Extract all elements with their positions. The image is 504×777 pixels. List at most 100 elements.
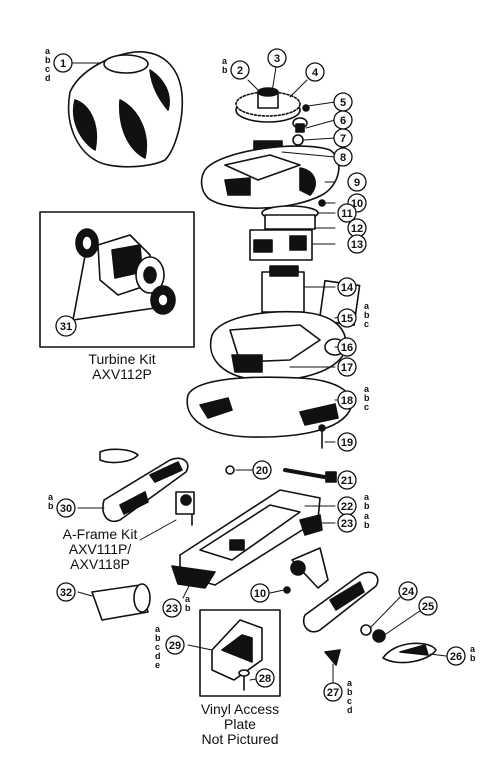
callout-19: 19 [337,432,357,452]
svg-text:12: 12 [351,223,363,235]
svg-text:20: 20 [256,465,268,477]
svg-text:25: 25 [422,601,434,613]
svg-text:3: 3 [274,53,280,65]
a-frame-kit-title: A-Frame Kit [62,526,138,542]
small-clip-part [324,649,341,666]
turbine-kit-box [39,211,195,348]
callout-27: 27 [323,682,343,702]
vinyl-plate-caption: Vinyl Access Plate Not Pictured [180,702,300,747]
svg-text:24: 24 [402,586,415,598]
svg-text:10: 10 [254,588,266,600]
top-cover-part [67,51,184,168]
callout-13: 13 [347,234,367,254]
motor-housing-part [200,145,340,209]
svg-text:23: 23 [166,603,178,615]
svg-text:31: 31 [60,321,72,333]
svg-text:16: 16 [341,342,353,354]
a-frame-kit-part-2: AXV118P [70,556,130,572]
bottom-tray-part [186,376,353,438]
callout-25: 25 [418,596,438,616]
a-frame-kit-caption: A-Frame Kit AXV111P/ AXV118P [40,527,160,572]
svg-text:6: 6 [340,115,346,127]
callout-10-lower: 10 [250,583,270,603]
svg-text:26: 26 [450,651,462,663]
base-frame-part [179,489,323,586]
callout-24: 24 [398,581,418,601]
callout-17: 17 [337,357,357,377]
vinyl-plate-line-1: Vinyl Access [200,701,280,717]
turbine-parts [75,228,176,315]
callout-2: 2 [230,60,250,80]
vinyl-plate-line-2: Plate [224,716,256,732]
svg-text:5: 5 [340,97,346,109]
callout-22: 22 [337,496,357,516]
svg-text:8: 8 [340,152,346,164]
svg-text:2: 2 [237,65,243,77]
callout-28: 28 [255,668,275,688]
svg-text:4: 4 [312,67,319,79]
svg-text:7: 7 [340,133,346,145]
callout-26: 26 [446,646,466,666]
a-frame-kit-part-1: AXV111P/ [68,541,132,557]
svg-text:15: 15 [341,313,353,325]
vinyl-plate-line-3: Not Pictured [201,731,279,747]
callout-7: 7 [333,128,353,148]
svg-text:30: 30 [60,503,72,515]
callout-12: 12 [347,218,367,238]
turbine-kit-part-number: AXV112P [92,366,152,382]
svg-text:29: 29 [169,640,181,652]
svg-text:11: 11 [341,208,353,220]
drive-parts [249,199,326,261]
callout-21: 21 [337,470,357,490]
turbine-kit-title: Turbine Kit [88,351,156,367]
fasteners [225,424,337,483]
svg-text:17: 17 [341,362,353,374]
turbine-kit-caption: Turbine Kit AXV112P [52,352,192,382]
svg-text:1: 1 [60,58,66,70]
callout-4: 4 [305,62,325,82]
callout-15: 15 [337,308,357,328]
callout-14: 14 [337,277,357,297]
callout-32: 32 [56,582,76,602]
lower-left-parts [91,547,329,621]
a-frame-parts [175,491,195,526]
svg-text:14: 14 [341,282,354,294]
svg-text:22: 22 [341,501,353,513]
svg-text:19: 19 [341,437,353,449]
chassis-part [209,265,361,382]
svg-text:32: 32 [60,587,72,599]
svg-text:28: 28 [259,673,271,685]
callout-23: 23 [337,513,357,533]
callout-9: 9 [347,172,367,192]
callout-3: 3 [267,48,287,68]
svg-text:9: 9 [354,177,360,189]
svg-text:27: 27 [327,687,339,699]
svg-text:18: 18 [341,395,353,407]
callout-18: 18 [337,390,357,410]
left-track-part [99,448,189,522]
callout-29: 29 [165,635,185,655]
callout-30: 30 [56,498,76,518]
callout-6: 6 [333,110,353,130]
callout-11: 11 [337,203,357,223]
callouts: 1 2 3 4 5 6 7 8 [53,48,466,702]
svg-text:21: 21 [341,475,353,487]
svg-text:13: 13 [351,239,363,251]
callout-8: 8 [333,147,353,167]
callout-20: 20 [252,460,272,480]
callout-16: 16 [337,337,357,357]
right-track-part [302,571,437,664]
callout-31: 31 [55,315,77,337]
